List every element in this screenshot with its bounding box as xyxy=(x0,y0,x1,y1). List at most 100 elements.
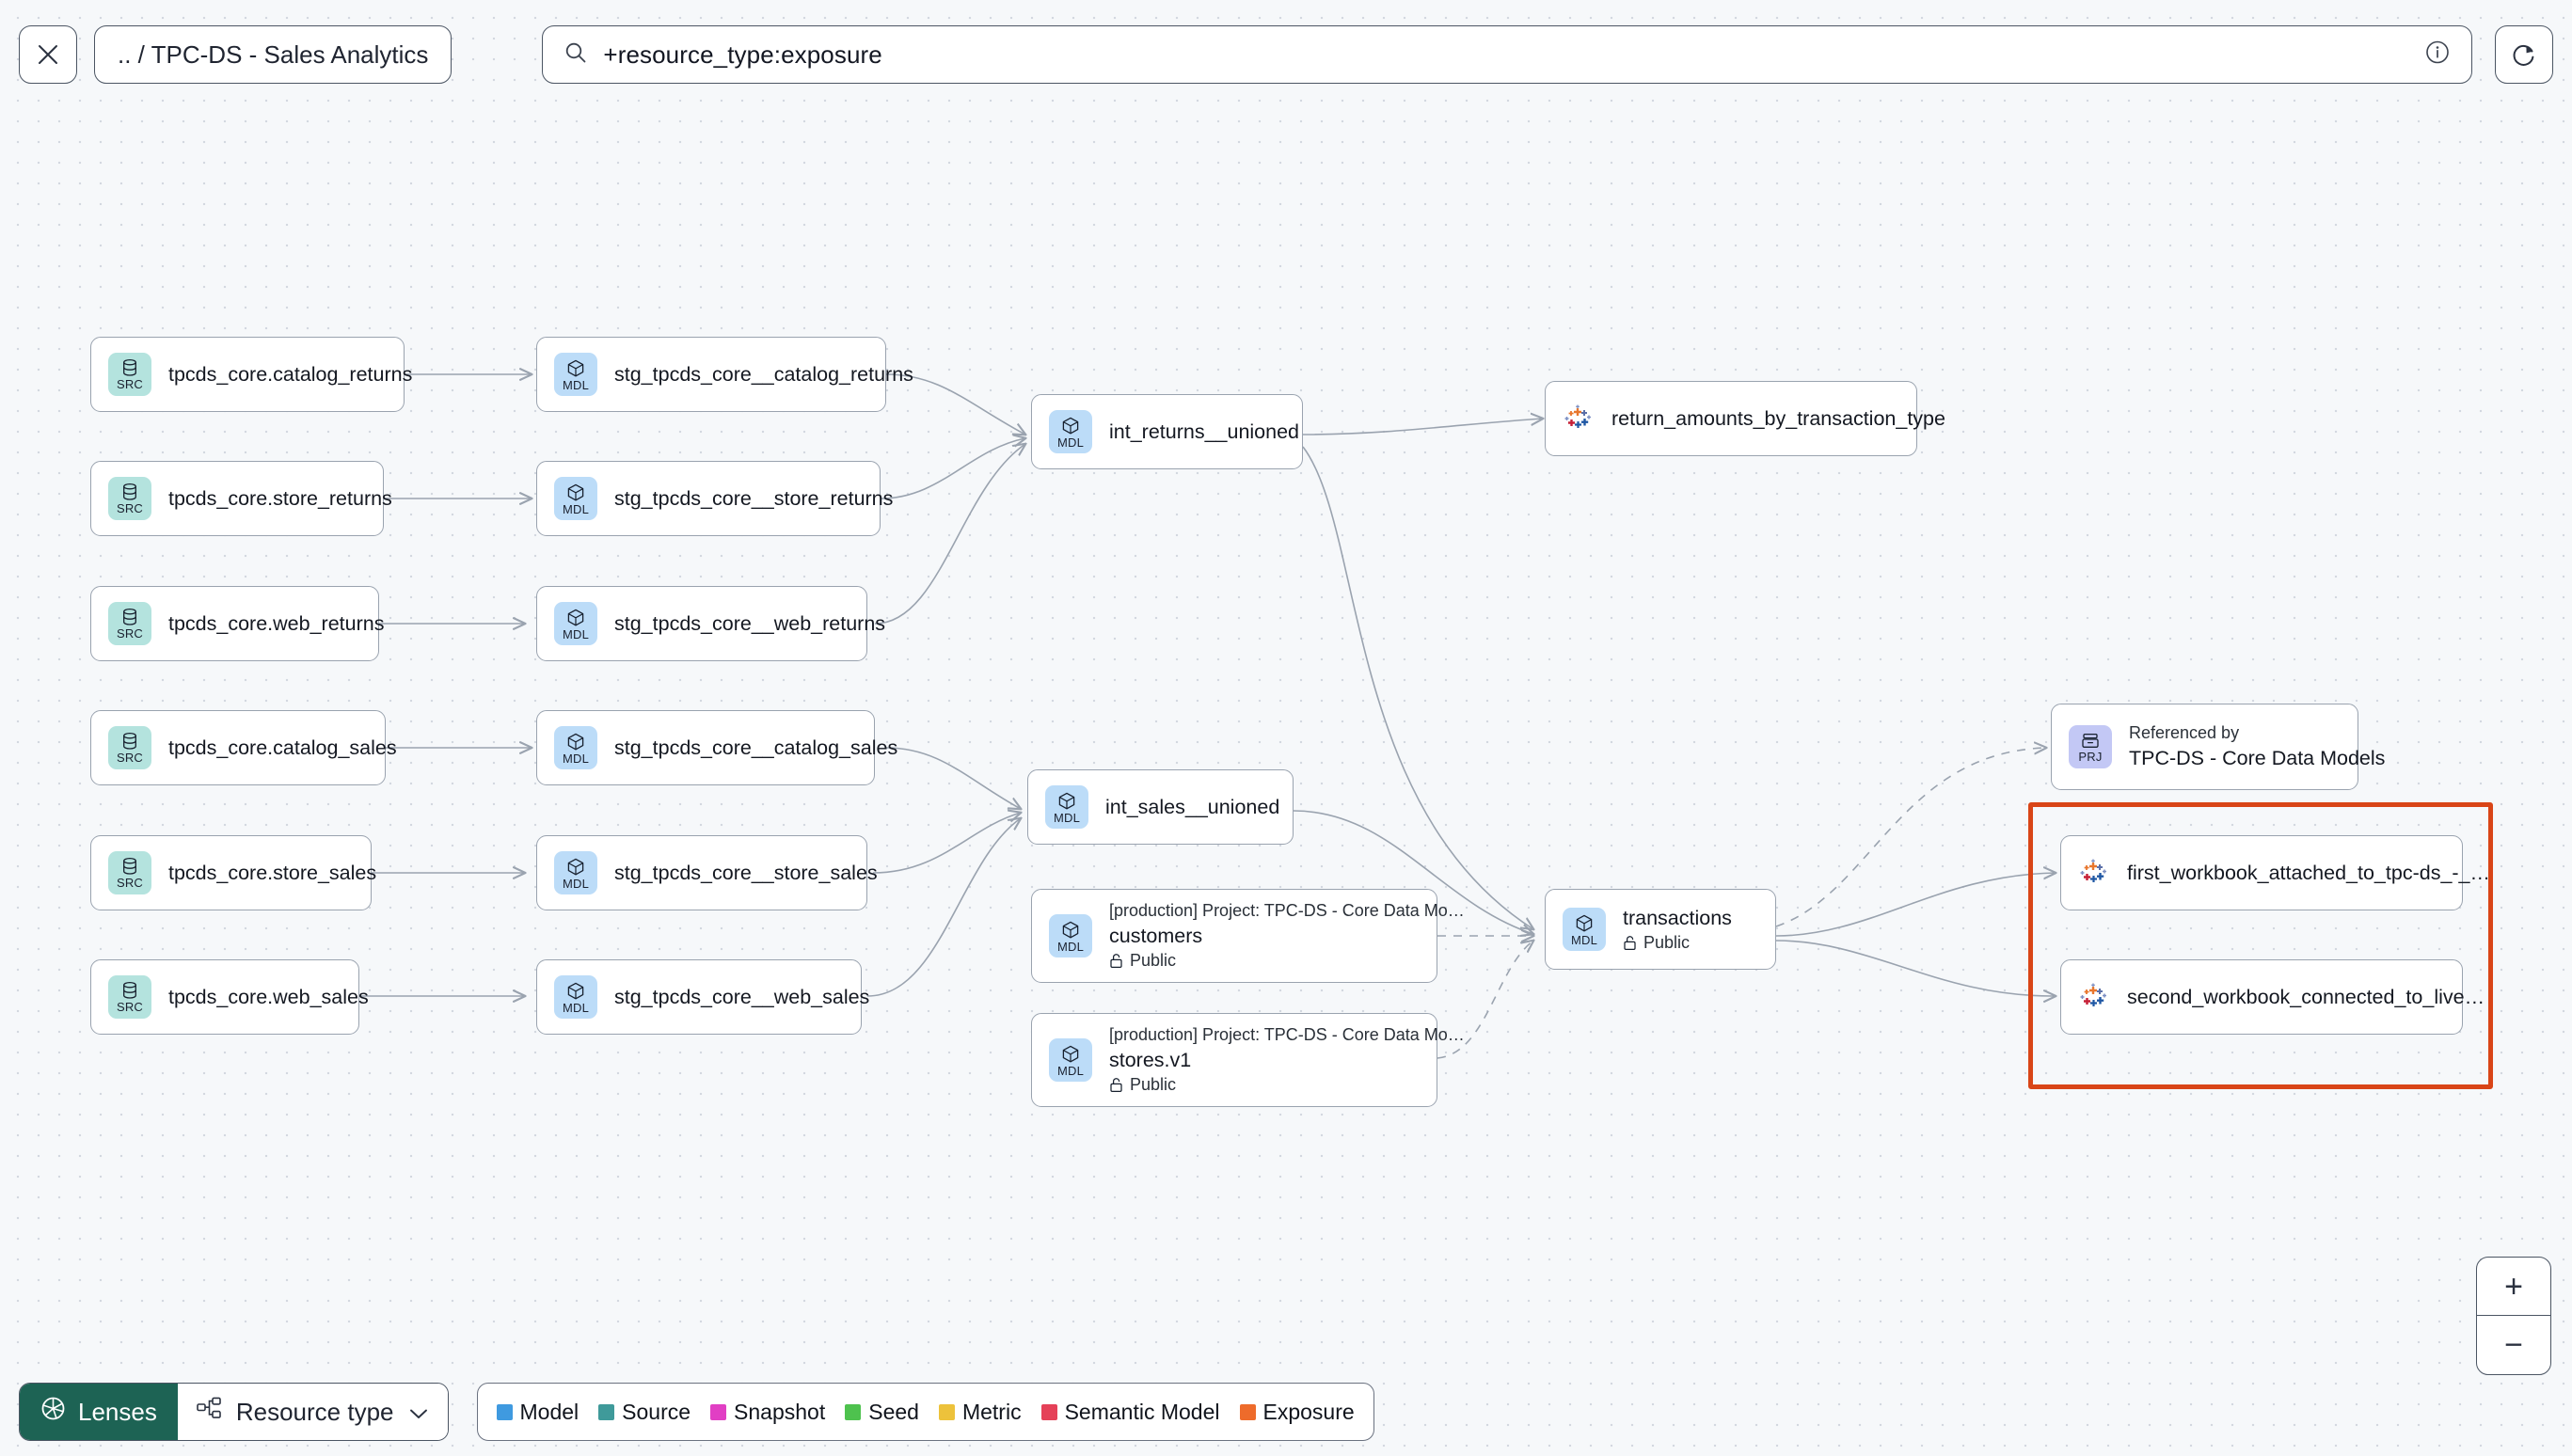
mdl-badge: MDL xyxy=(554,353,597,396)
node-body: Referenced by TPC-DS - Core Data Models xyxy=(2129,723,2386,771)
node-stg-catalog-returns[interactable]: MDL stg_tpcds_core__catalog_returns xyxy=(536,337,913,412)
src-badge: SRC xyxy=(108,726,151,769)
node-first-workbook-exposure[interactable]: first_workbook_attached_to_tpc-ds_-_… xyxy=(2060,835,2490,910)
prj-badge-label: PRJ xyxy=(2078,749,2103,764)
src-badge: SRC xyxy=(108,353,151,396)
top-toolbar: .. / TPC-DS - Sales Analytics +resource_… xyxy=(0,0,2572,109)
src-badge-label: SRC xyxy=(116,501,144,515)
access-label: Public xyxy=(1643,933,1691,953)
breadcrumb-label: .. / TPC-DS - Sales Analytics xyxy=(118,40,429,69)
src-badge-label: SRC xyxy=(116,626,144,641)
tableau-icon xyxy=(2078,981,2110,1013)
node-src-web-sales[interactable]: SRC tpcds_core.web_sales xyxy=(90,959,369,1035)
node-customers[interactable]: MDL [production] Project: TPC-DS - Core … xyxy=(1031,889,1465,983)
legend-swatch xyxy=(496,1403,513,1420)
src-badge: SRC xyxy=(108,975,151,1019)
node-label: return_amounts_by_transaction_type xyxy=(1611,406,1945,430)
node-stg-store-sales[interactable]: MDL stg_tpcds_core__store_sales xyxy=(536,835,878,910)
refresh-button[interactable] xyxy=(2495,25,2553,84)
mdl-badge-label: MDL xyxy=(1056,939,1085,954)
node-stg-catalog-sales[interactable]: MDL stg_tpcds_core__catalog_sales xyxy=(536,710,897,785)
bottom-toolbar: Lenses Resource type xyxy=(19,1383,1374,1441)
close-button[interactable] xyxy=(19,25,77,84)
mdl-badge-label: MDL xyxy=(562,1000,590,1015)
src-badge-label: SRC xyxy=(116,876,144,890)
unlock-icon xyxy=(1109,953,1123,969)
node-second-workbook-exposure[interactable]: second_workbook_connected_to_live… xyxy=(2060,959,2485,1035)
node-label: transactions xyxy=(1623,906,1732,929)
zoom-in-button[interactable]: + xyxy=(2477,1258,2550,1316)
mdl-badge-label: MDL xyxy=(562,501,590,516)
node-int-returns-unioned[interactable]: MDL int_returns__unioned xyxy=(1031,394,1303,469)
mdl-badge-label: MDL xyxy=(1570,932,1598,947)
mdl-badge: MDL xyxy=(554,726,597,769)
mdl-badge: MDL xyxy=(554,477,597,520)
breadcrumb[interactable]: .. / TPC-DS - Sales Analytics xyxy=(94,25,452,84)
legend-swatch xyxy=(845,1403,862,1420)
access-badge: Public xyxy=(1623,933,1732,953)
zoom-controls[interactable]: + − xyxy=(2476,1257,2551,1375)
search-input[interactable]: +resource_type:exposure xyxy=(542,25,2472,84)
legend-label: Exposure xyxy=(1262,1399,1355,1424)
tableau-icon xyxy=(1563,403,1595,435)
legend: Model Source Snapshot Seed Metric Semant… xyxy=(476,1383,1374,1441)
src-badge-label: SRC xyxy=(116,751,144,765)
mdl-badge-label: MDL xyxy=(1056,435,1085,450)
node-transactions[interactable]: MDL transactions Public xyxy=(1545,889,1776,970)
legend-label: Metric xyxy=(961,1399,1022,1424)
mdl-badge: MDL xyxy=(1563,908,1606,951)
node-src-catalog-returns[interactable]: SRC tpcds_core.catalog_returns xyxy=(90,337,412,412)
node-label: tpcds_core.store_sales xyxy=(168,861,377,884)
mdl-badge: MDL xyxy=(1049,914,1092,957)
search-icon xyxy=(564,40,588,70)
node-project-referenced-by[interactable]: PRJ Referenced by TPC-DS - Core Data Mod… xyxy=(2051,704,2386,790)
mdl-badge: MDL xyxy=(554,602,597,645)
node-stg-store-returns[interactable]: MDL stg_tpcds_core__store_returns xyxy=(536,461,893,536)
mdl-badge: MDL xyxy=(554,975,597,1019)
node-label: int_returns__unioned xyxy=(1109,419,1300,443)
node-src-web-returns[interactable]: SRC tpcds_core.web_returns xyxy=(90,586,384,661)
unlock-icon xyxy=(1109,1077,1123,1093)
legend-swatch xyxy=(1239,1403,1256,1420)
node-stg-web-sales[interactable]: MDL stg_tpcds_core__web_sales xyxy=(536,959,869,1035)
node-label: first_workbook_attached_to_tpc-ds_-_… xyxy=(2127,861,2491,884)
tableau-icon xyxy=(2078,857,2110,889)
node-project-label: [production] Project: TPC-DS - Core Data… xyxy=(1109,1024,1465,1044)
legend-item-seed: Seed xyxy=(845,1400,919,1425)
mdl-badge: MDL xyxy=(1045,785,1088,829)
mdl-badge: MDL xyxy=(1049,410,1092,453)
hierarchy-icon xyxy=(197,1397,222,1427)
node-label: stg_tpcds_core__store_returns xyxy=(614,486,894,510)
mdl-badge-label: MDL xyxy=(562,876,590,891)
node-return-amounts-exposure[interactable]: return_amounts_by_transaction_type xyxy=(1545,381,1945,456)
search-value: +resource_type:exposure xyxy=(603,40,882,69)
mdl-badge-label: MDL xyxy=(562,626,590,641)
node-src-catalog-sales[interactable]: SRC tpcds_core.catalog_sales xyxy=(90,710,397,785)
legend-swatch xyxy=(938,1403,955,1420)
node-label: tpcds_core.catalog_returns xyxy=(168,362,413,386)
legend-item-exposure: Exposure xyxy=(1239,1399,1355,1425)
node-body: [production] Project: TPC-DS - Core Data… xyxy=(1109,901,1465,972)
zoom-out-button[interactable]: − xyxy=(2504,1327,2523,1363)
node-int-sales-unioned[interactable]: MDL int_sales__unioned xyxy=(1027,769,1294,845)
legend-swatch xyxy=(710,1403,727,1420)
node-src-store-sales[interactable]: SRC tpcds_core.store_sales xyxy=(90,835,376,910)
lenses-button[interactable]: Lenses xyxy=(20,1384,178,1440)
resource-type-label: Resource type xyxy=(235,1397,394,1426)
node-stores-v1[interactable]: MDL [production] Project: TPC-DS - Core … xyxy=(1031,1013,1465,1107)
access-label: Public xyxy=(1130,951,1177,971)
node-src-store-returns[interactable]: SRC tpcds_core.store_returns xyxy=(90,461,392,536)
node-body: [production] Project: TPC-DS - Core Data… xyxy=(1109,1024,1465,1096)
refresh-icon xyxy=(2510,40,2538,69)
legend-label: Snapshot xyxy=(734,1399,826,1424)
node-stg-web-returns[interactable]: MDL stg_tpcds_core__web_returns xyxy=(536,586,885,661)
access-badge: Public xyxy=(1109,951,1420,971)
src-badge-label: SRC xyxy=(116,1000,144,1014)
resource-type-select[interactable]: Resource type xyxy=(177,1384,448,1440)
node-label: stores.v1 xyxy=(1109,1048,1192,1071)
node-label: TPC-DS - Core Data Models xyxy=(2129,746,2386,769)
info-circle-icon[interactable] xyxy=(2424,40,2451,71)
mdl-badge: MDL xyxy=(1049,1038,1092,1082)
node-label: tpcds_core.web_sales xyxy=(168,985,369,1008)
